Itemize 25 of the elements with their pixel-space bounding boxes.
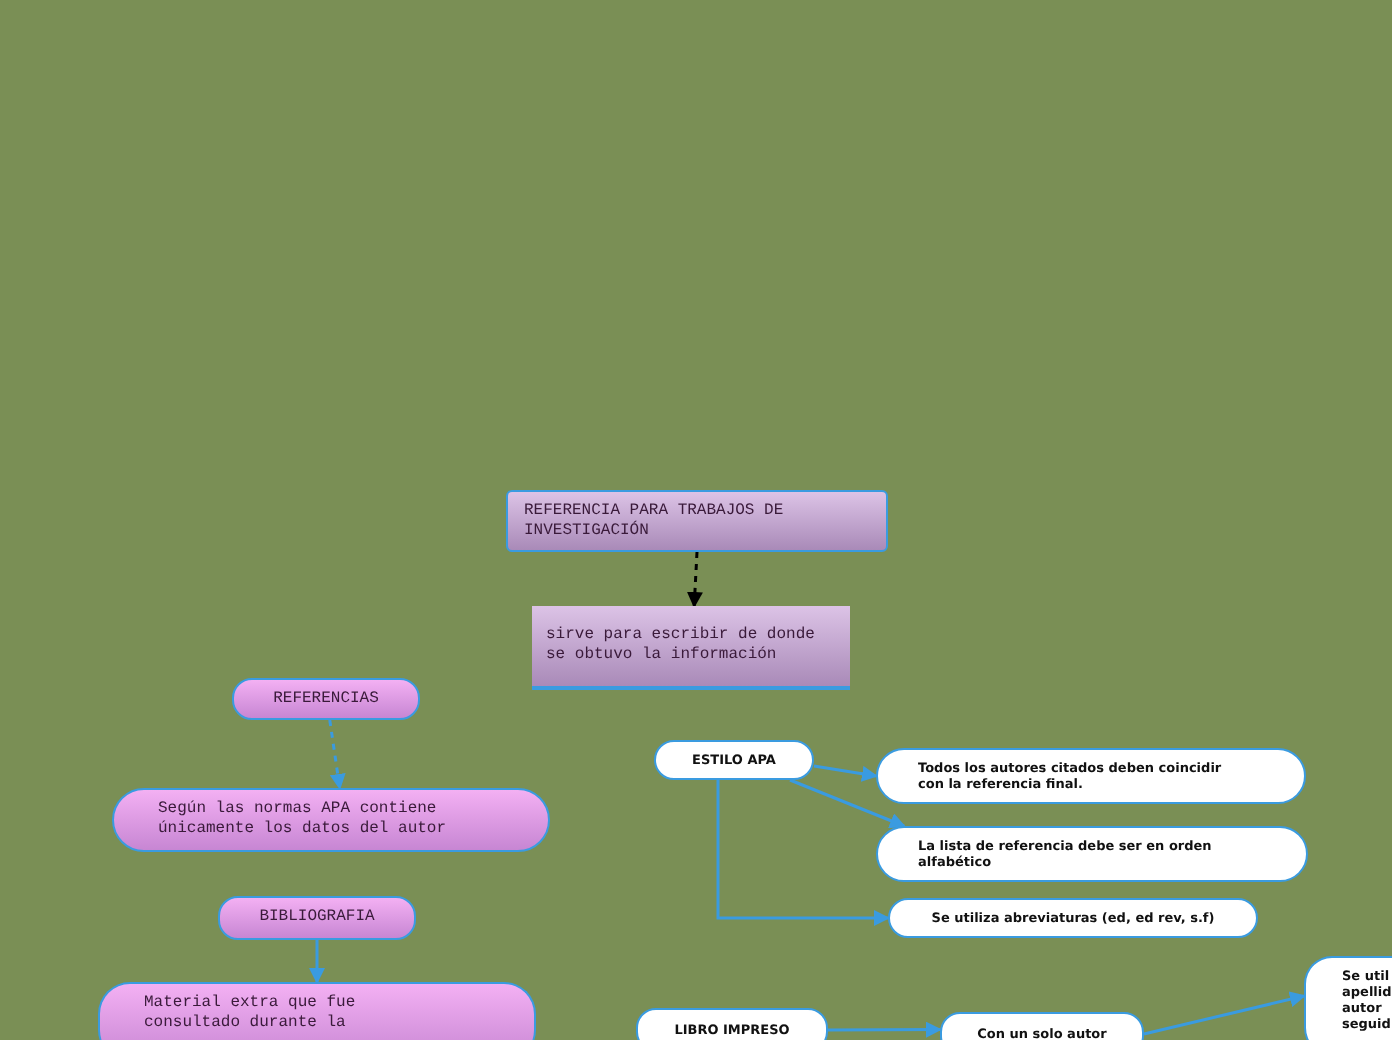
arrow: [686, 551, 703, 608]
pill-box: [112, 788, 550, 852]
rounded-text-box: [876, 748, 1306, 804]
node-text: Según las normas APA contiene únicamente los datos del autor: [158, 800, 449, 840]
rounded-text-box: [876, 826, 1308, 882]
arrow: [328, 719, 346, 790]
rounded-text-box: [636, 1008, 828, 1040]
node-text: REFERENCIAS: [273, 689, 379, 709]
pill-box: [98, 982, 536, 1040]
pill-box: [218, 896, 416, 940]
arrow: [813, 764, 878, 782]
rounded-text-box: [888, 898, 1258, 938]
node-text: Material extra que fue consultado durante la: [144, 994, 358, 1034]
concept-box: [532, 606, 850, 690]
arrow: [1143, 991, 1306, 1036]
node-text: BIBLIOGRAFIA: [259, 908, 375, 928]
arrow: [828, 1021, 942, 1038]
node-text: sirve para escribir de donde se obtuvo la información: [546, 626, 817, 666]
arrow: [309, 940, 325, 984]
pill-box: [232, 678, 420, 720]
arrow: [789, 778, 906, 829]
rounded-text-box: [654, 740, 814, 780]
concept-box: [506, 490, 888, 552]
arrow: [716, 780, 890, 926]
node-text: REFERENCIA PARA TRABAJOS DE INVESTIGACIÓN: [524, 501, 786, 541]
